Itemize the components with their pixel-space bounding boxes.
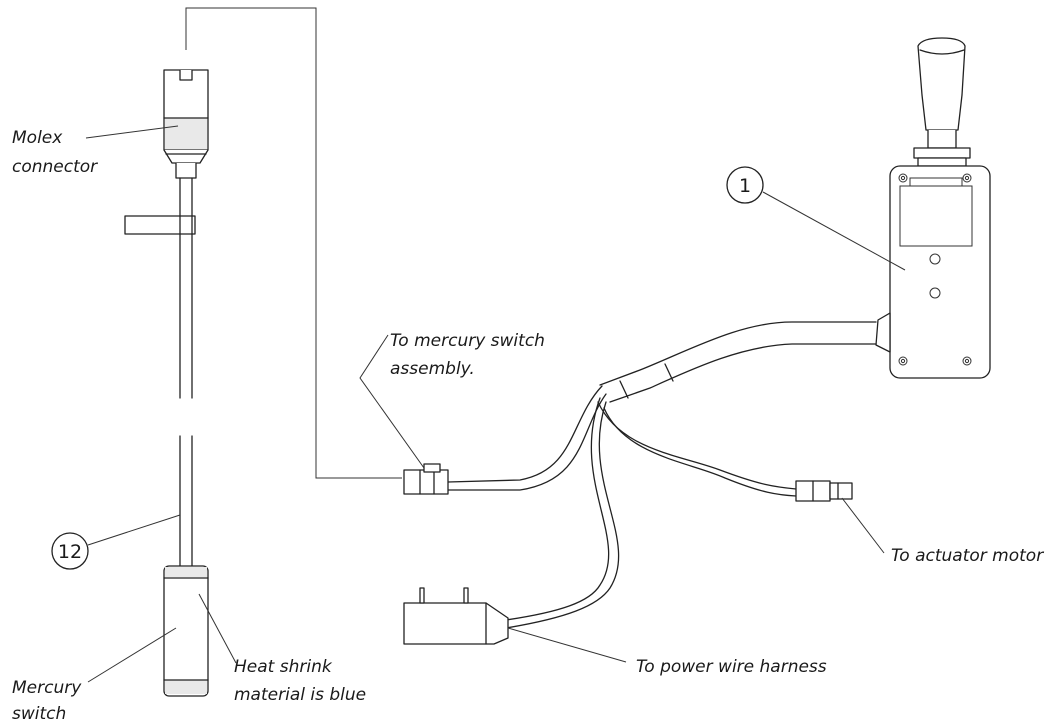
- leader-power-harness: [507, 627, 627, 663]
- callout-1-number: 1: [739, 175, 751, 197]
- mercury-switch: [163, 565, 209, 697]
- molex-connector: [163, 69, 209, 179]
- label-molex-line2: connector: [12, 157, 98, 177]
- switch-cable-lower: [179, 435, 193, 567]
- routing-line: [185, 7, 402, 479]
- label-mercury-switch-line2: switch: [12, 704, 66, 724]
- label-molex-line1: Molex: [12, 128, 63, 148]
- wire-to-power-harness: [505, 397, 620, 629]
- label-actuator-motor: To actuator motor: [891, 546, 1044, 566]
- main-cable: [599, 321, 877, 403]
- switch-cable-upper: [179, 177, 193, 399]
- wire-to-mercury-switch: [447, 385, 607, 491]
- wire-to-actuator-motor: [597, 401, 797, 497]
- cable-clip: [124, 215, 196, 235]
- label-mercury-assembly-line1: To mercury switch: [390, 331, 545, 351]
- leader-mercury-assembly: [359, 334, 425, 469]
- label-mercury-switch-line1: Mercury: [12, 678, 82, 698]
- leader-molex: [85, 125, 179, 139]
- callout-12-number: 12: [58, 541, 82, 563]
- harness-connector-mercury: [403, 463, 449, 495]
- callout-1: 1: [726, 166, 906, 271]
- power-connector: [403, 587, 509, 645]
- leader-heat-shrink: [198, 593, 237, 664]
- leader-actuator-motor: [841, 497, 885, 554]
- control-box: [889, 165, 991, 379]
- callout-12: 12: [51, 514, 181, 570]
- joystick-handle: [913, 37, 971, 167]
- label-heat-shrink-line1: Heat shrink: [234, 657, 333, 677]
- actuator-motor-connector: [795, 480, 853, 502]
- label-power-harness: To power wire harness: [636, 657, 827, 677]
- leader-mercury-switch: [87, 627, 177, 683]
- label-heat-shrink-line2: material is blue: [234, 685, 366, 705]
- label-mercury-assembly-line2: assembly.: [390, 359, 475, 379]
- strain-relief: [875, 312, 891, 353]
